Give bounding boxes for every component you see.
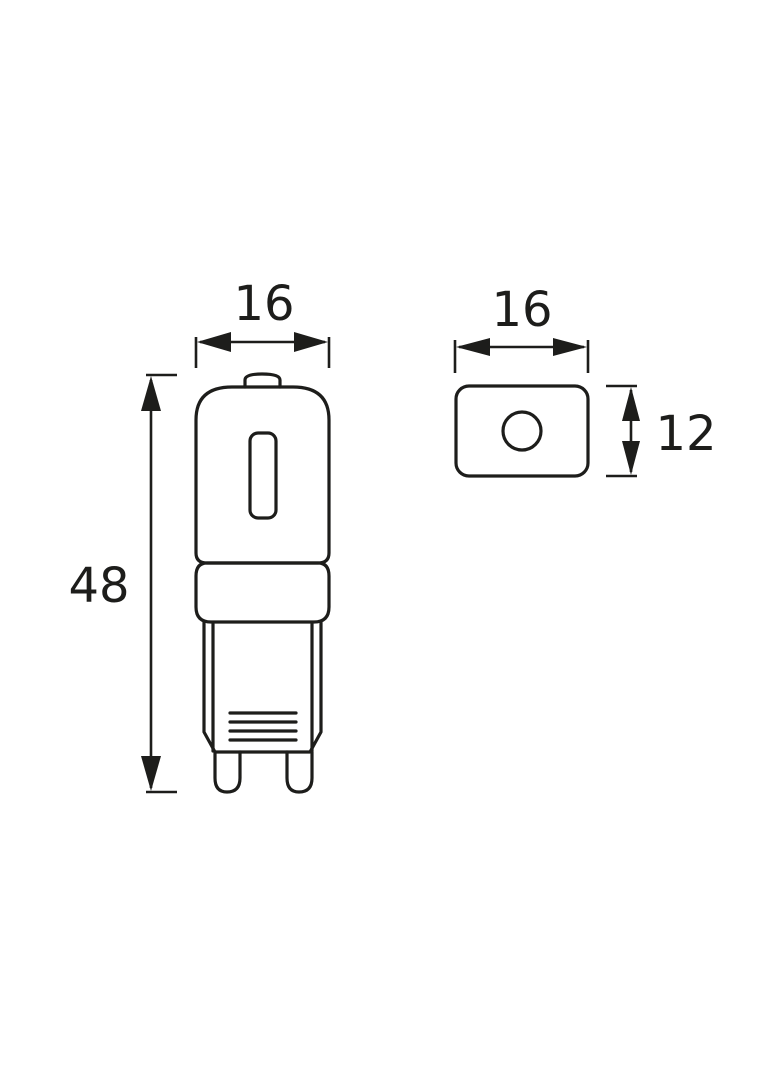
arrow-down-icon bbox=[141, 756, 161, 791]
arrow-right-icon bbox=[553, 338, 587, 356]
arrow-left-icon bbox=[456, 338, 490, 356]
side-height-label: 48 bbox=[68, 558, 129, 614]
top-view-outline bbox=[454, 384, 590, 478]
bulb-outline bbox=[194, 372, 331, 794]
pin-left bbox=[213, 750, 242, 794]
bulb-tip-circle bbox=[501, 410, 543, 452]
top-width-dimension: 16 bbox=[453, 282, 590, 373]
arrow-up-icon bbox=[141, 376, 161, 411]
bulb-collar bbox=[194, 561, 331, 624]
side-width-label: 16 bbox=[233, 276, 294, 332]
top-depth-dimension: 12 bbox=[606, 384, 717, 478]
bulb-tip bbox=[243, 372, 282, 389]
arrow-right-icon bbox=[294, 332, 328, 352]
pin-right bbox=[285, 750, 314, 794]
arrow-down-icon bbox=[622, 441, 640, 475]
glass-capsule bbox=[194, 385, 331, 565]
side-width-dimension: 16 bbox=[194, 276, 331, 368]
top-width-label: 16 bbox=[491, 282, 552, 338]
filament-window bbox=[248, 431, 278, 520]
arrow-left-icon bbox=[197, 332, 231, 352]
top-depth-label: 12 bbox=[655, 406, 716, 462]
top-view: 16 12 bbox=[453, 282, 717, 478]
side-view: 16 48 bbox=[68, 276, 331, 794]
base-outer bbox=[202, 620, 323, 754]
side-height-dimension: 48 bbox=[68, 373, 177, 794]
arrow-up-icon bbox=[622, 387, 640, 421]
